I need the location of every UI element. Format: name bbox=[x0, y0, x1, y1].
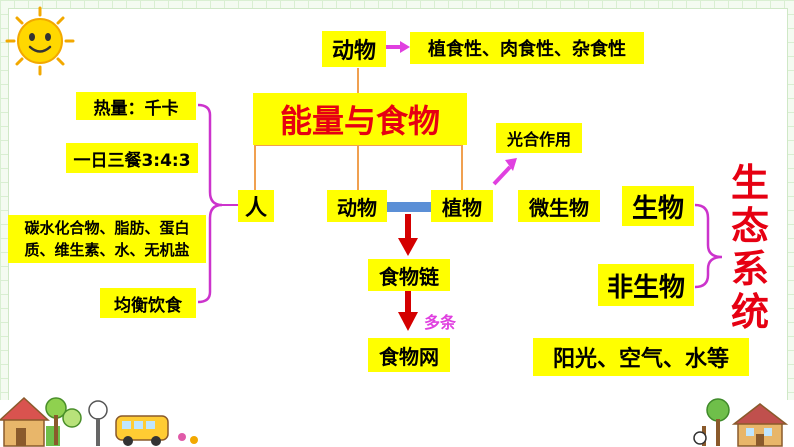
node-diet-types: 植食性、肉食性、杂食性 bbox=[410, 32, 644, 64]
ecosystem-label: 生 态 系 统 bbox=[726, 162, 774, 334]
node-food-chain: 食物链 bbox=[368, 259, 450, 291]
node-living: 生物 bbox=[622, 186, 694, 226]
link-animals-plants bbox=[387, 202, 431, 212]
nutrients-line-2: 质、维生素、水、无机盐 bbox=[24, 241, 190, 259]
nutrients-line-1: 碳水化合物、脂肪、蛋白 bbox=[24, 219, 190, 237]
node-balanced-diet: 均衡饮食 bbox=[100, 288, 196, 318]
node-three-meals: 一日三餐3:4:3 bbox=[66, 143, 198, 173]
right-bracket bbox=[694, 203, 723, 289]
node-calories: 热量：千卡 bbox=[76, 92, 196, 120]
arrow-to-food-chain bbox=[398, 214, 418, 256]
node-abiotic-examples: 阳光、空气、水等 bbox=[533, 338, 749, 376]
ecosystem-char-2: 态 bbox=[730, 204, 769, 248]
node-nonliving: 非生物 bbox=[598, 264, 694, 306]
sun-icon bbox=[5, 6, 75, 76]
node-animals-top: 动物 bbox=[322, 31, 386, 67]
node-human: 人 bbox=[238, 190, 274, 222]
left-bracket bbox=[197, 103, 223, 304]
arrow-to-food-web bbox=[398, 290, 418, 331]
ecosystem-char-1: 生 bbox=[730, 161, 769, 205]
arrow-animals-diet bbox=[386, 41, 410, 53]
ecosystem-char-3: 系 bbox=[730, 247, 769, 291]
diagram-title: 能量与食物 bbox=[253, 93, 467, 145]
node-photosynthesis: 光合作用 bbox=[496, 123, 582, 153]
bottom-scenery-left bbox=[0, 396, 794, 447]
node-food-web: 食物网 bbox=[368, 338, 450, 372]
node-plants: 植物 bbox=[431, 190, 493, 222]
label-multiple: 多条 bbox=[424, 313, 457, 332]
node-animals: 动物 bbox=[327, 190, 387, 222]
arrow-plants-photosynthesis bbox=[492, 158, 517, 186]
node-microbes: 微生物 bbox=[518, 190, 600, 222]
bottom-scenery-right bbox=[693, 398, 789, 447]
node-nutrients: 碳水化合物、脂肪、蛋白 质、维生素、水、无机盐 bbox=[8, 215, 206, 263]
ecosystem-char-4: 统 bbox=[730, 290, 769, 334]
